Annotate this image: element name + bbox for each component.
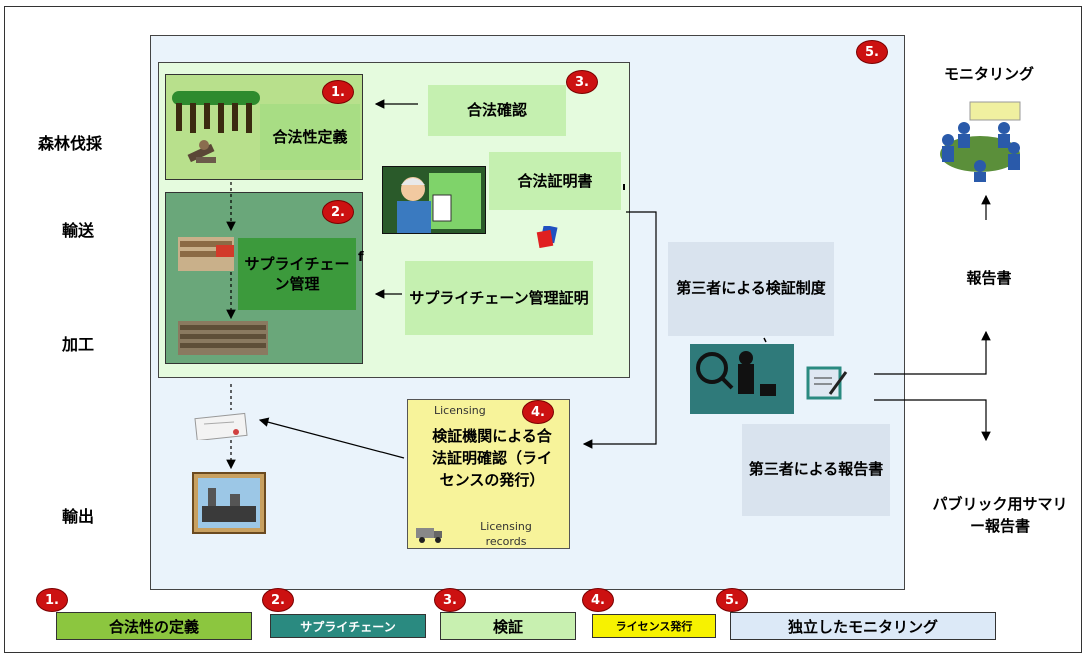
truck-icon — [414, 524, 444, 544]
timber-transport-icon — [178, 237, 268, 355]
licensing-overlay-text: Licensing — [434, 404, 486, 417]
legend-legality-definition: 合法性の定義 — [56, 612, 252, 640]
badge-3: 3. — [566, 70, 598, 94]
legend-verification: 検証 — [440, 612, 576, 640]
legality-definition-label: 合法性定義 — [260, 104, 360, 170]
badge-1: 1. — [322, 80, 354, 104]
forest-icon — [172, 91, 260, 163]
licensing-records-text: Licensing records — [480, 520, 532, 548]
legend-badge-5: 5. — [716, 588, 748, 612]
chainsaw-logger-icon — [187, 140, 216, 163]
badge-5: 5. — [856, 40, 888, 64]
report-label: 報告書 — [966, 269, 1012, 287]
supply-chain-certificate-box: サプライチェーン管理証明 — [405, 261, 593, 335]
export-port-icon — [192, 472, 266, 534]
legend-licensing: ライセンス発行 — [592, 614, 716, 638]
legend-badge-1: 1. — [36, 588, 68, 612]
stage-processing: 加工 — [62, 335, 95, 354]
public-summary-label: パブリック用サマリー報告書 — [932, 495, 1068, 535]
stray-mark: f — [358, 250, 364, 265]
legend-badge-4: 4. — [582, 588, 614, 612]
license-document-icon — [194, 410, 250, 442]
meeting-icon — [934, 98, 1026, 184]
stage-export: 輸出 — [62, 507, 95, 526]
monitoring-label: モニタリング — [943, 65, 1034, 83]
inspector-magnifier-icon — [690, 344, 794, 414]
badge-2: 2. — [322, 200, 354, 224]
legend-independent-monitoring: 独立したモニタリング — [730, 612, 996, 640]
legend-supply-chain: サプライチェーン — [270, 614, 426, 638]
inspector-icon — [382, 166, 486, 234]
licensing-label: 検証機関による合法証明確認（ライセンスの発行） — [431, 427, 552, 489]
supply-chain-label: サプライチェーン管理 — [238, 238, 356, 310]
report-document-icon — [806, 364, 848, 402]
stage-transport: 輸送 — [62, 221, 95, 240]
badge-4: 4. — [522, 400, 554, 424]
certificate-stack-icon — [536, 224, 558, 249]
stage-logging: 森林伐採 — [38, 134, 103, 153]
legend-badge-2: 2. — [262, 588, 294, 612]
legality-certificate-box: 合法証明書 — [489, 152, 621, 210]
third-party-verification-box: 第三者による検証制度 — [668, 242, 834, 336]
licensing-box — [407, 399, 570, 549]
legend-badge-3: 3. — [434, 588, 466, 612]
third-party-report-box: 第三者による報告書 — [742, 424, 890, 516]
legality-check-box: 合法確認 — [428, 85, 566, 136]
